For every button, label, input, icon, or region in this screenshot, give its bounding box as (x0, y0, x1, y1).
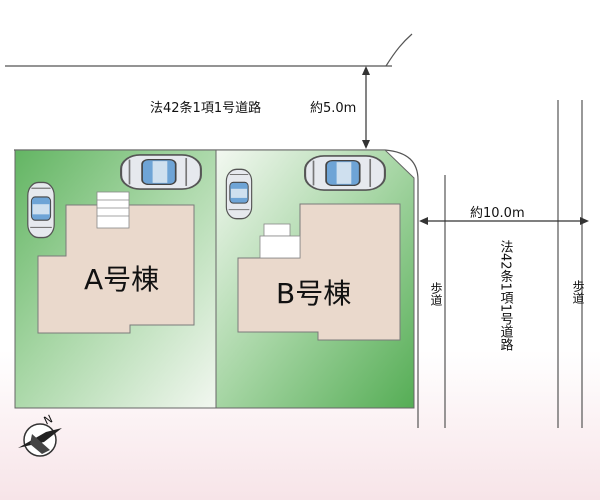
east-road (384, 100, 583, 428)
building-a (37, 204, 195, 334)
parking-car-a-vertical (27, 181, 55, 239)
parking-car-a-horizontal (120, 153, 202, 191)
north-road-label: 法42条1項1号道路 (150, 100, 261, 116)
north-road-width: 約5.0m (310, 101, 356, 116)
sidewalk-right-label: 歩道 (571, 279, 585, 304)
entrance-steps-b (259, 223, 301, 259)
entrance-steps-a (96, 191, 130, 229)
lot-a-label: A号棟 (84, 263, 159, 296)
sidewalk-left-label: 歩道 (429, 281, 443, 306)
lot-b-label: B号棟 (276, 277, 351, 310)
east-road-dimension (419, 217, 589, 225)
east-road-width: 約10.0m (470, 206, 525, 221)
east-road-label: 法42条1項1号道路 (498, 240, 514, 352)
north-road-dimension (362, 66, 370, 149)
compass-icon (18, 423, 62, 457)
north-road (5, 33, 413, 151)
parking-car-b-horizontal (304, 154, 386, 192)
parking-car-b-vertical (225, 168, 253, 220)
